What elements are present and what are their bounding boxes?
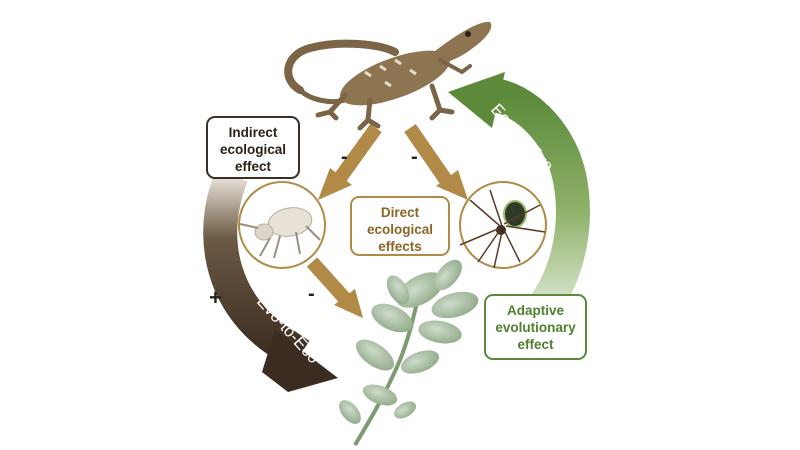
direct-line-1: Direct [380,205,420,220]
direct-ecological-effects-box: Direct ecological effects [350,196,450,256]
sign-evo-to-eco: + [209,285,222,310]
sign-lizard-spider: - [411,146,418,168]
evo-to-eco-arrow [203,168,338,392]
lizard-illustration [284,21,492,131]
direct-line-3: effects [378,239,422,254]
sign-lizard-beetle: - [341,146,348,168]
eco-to-evo-arrow [448,72,590,344]
beetle-circle [238,181,326,269]
sign-beetle-plant: - [308,283,315,305]
adaptive-line-1: Adaptive [506,303,564,318]
indirect-line-2: ecological [219,142,287,157]
plant-illustration [339,259,479,447]
direct-arrows [306,123,468,318]
adaptive-line-3: effect [517,337,554,352]
adaptive-line-2: evolutionary [495,320,576,335]
indirect-ecological-effect-box: Indirect ecological effect [206,116,300,179]
spider-circle [459,181,547,269]
adaptive-evolutionary-effect-box: Adaptive evolutionary effect [484,294,587,360]
indirect-line-3: effect [234,159,271,174]
direct-line-2: ecological [366,222,434,237]
indirect-line-1: Indirect [228,125,278,140]
